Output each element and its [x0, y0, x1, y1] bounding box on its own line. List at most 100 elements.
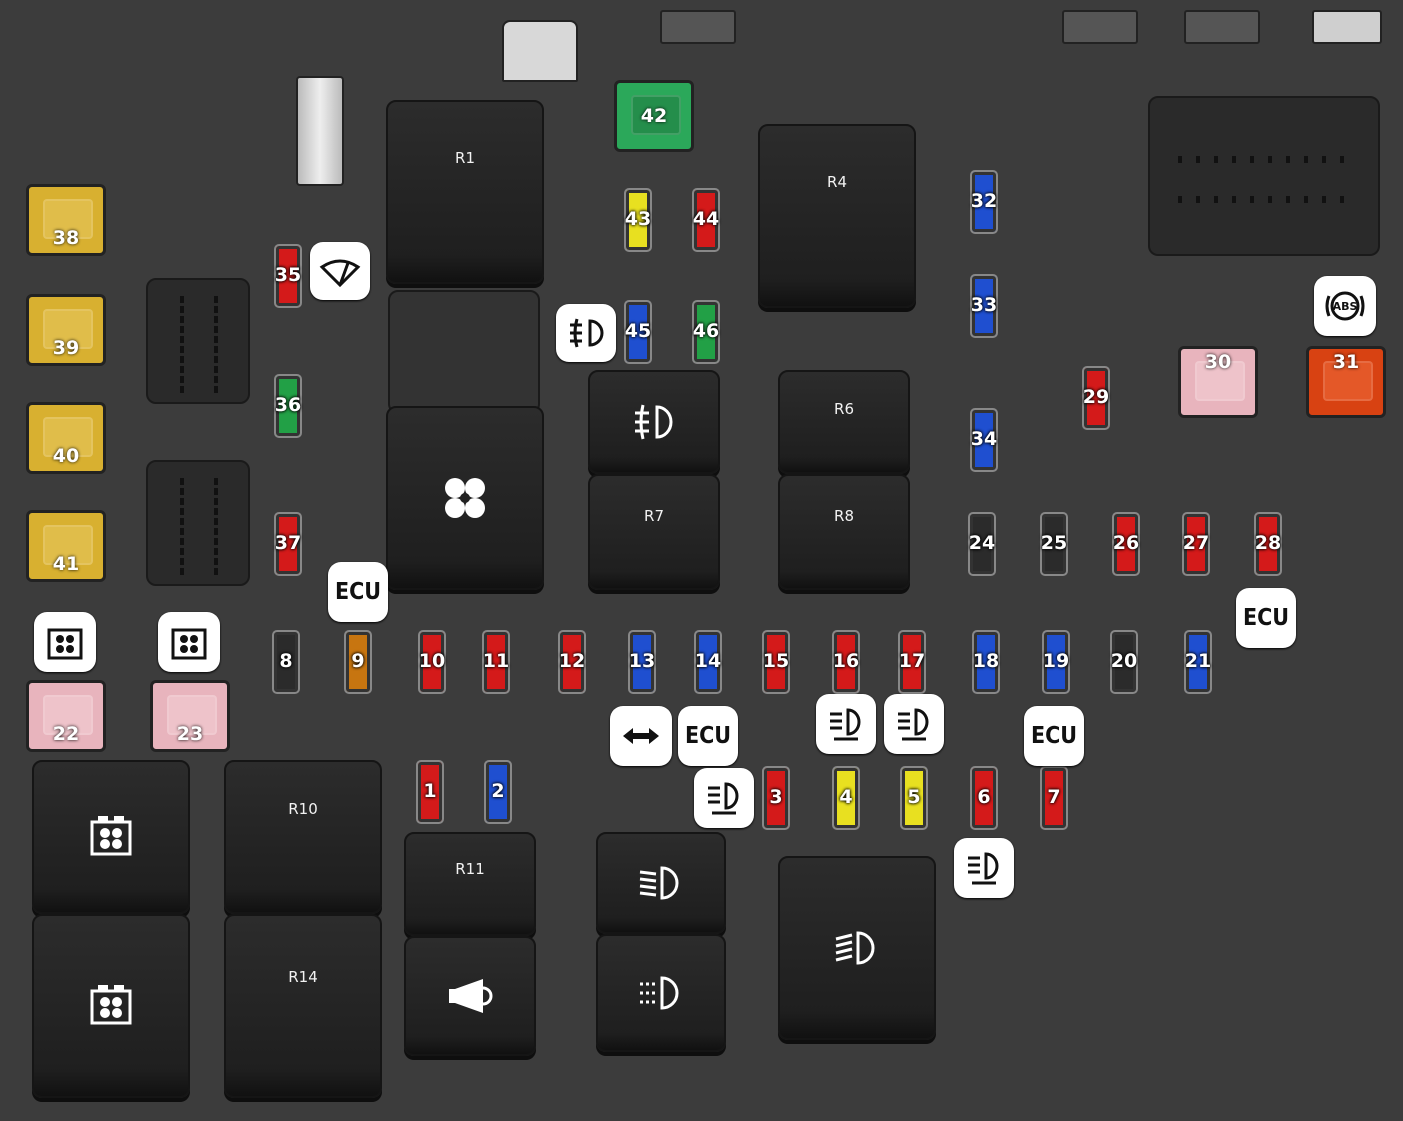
fuse-16: [832, 630, 860, 694]
connector-pin: [180, 306, 184, 313]
fan-label-bubble: [158, 612, 220, 672]
fuse-number: 34: [970, 428, 998, 450]
fuse-46: [692, 300, 720, 364]
connector-pin: [1268, 196, 1272, 203]
fuse-44: [692, 188, 720, 252]
fuse-33: [970, 274, 998, 338]
fuse-17: [898, 630, 926, 694]
fog-light-label-bubble: [556, 304, 616, 362]
headlight-leveling-icon: [708, 782, 739, 815]
fuse-number: 44: [692, 208, 720, 230]
connector-pin: [180, 316, 184, 323]
ecu-label-bubble: ECU: [678, 706, 738, 766]
connector-pin: [214, 518, 218, 525]
fuse-5: [900, 766, 928, 830]
fuse-40: 40: [26, 402, 106, 474]
wiper-label-bubble: [310, 242, 370, 300]
connector-pin: [180, 326, 184, 333]
fuse-19: [1042, 630, 1070, 694]
fuse-29: [1082, 366, 1110, 430]
fuse-number: 29: [1082, 386, 1110, 408]
fuse-34: [970, 408, 998, 472]
relay-r8: R8: [778, 474, 910, 590]
connector-pin: [214, 568, 218, 575]
fuse-number: 25: [1040, 532, 1068, 554]
fuse-number: 20: [1110, 650, 1138, 672]
fuse-number: 6: [977, 786, 991, 808]
connector-pin: [180, 386, 184, 393]
fuse-number: 45: [624, 320, 652, 342]
fuse-21: [1184, 630, 1212, 694]
connector-pin: [1214, 196, 1218, 203]
connector-pin: [214, 528, 218, 535]
fuse-23: 23: [150, 680, 230, 752]
connector-pin: [214, 326, 218, 333]
fuse-11: [482, 630, 510, 694]
connector-pin: [180, 508, 184, 515]
fuse-37: [274, 512, 302, 576]
headlight-icon: [835, 931, 875, 965]
fuse-25: [1040, 512, 1068, 576]
ecu-label-bubble: ECU: [328, 562, 388, 622]
relay-r10: R10: [224, 760, 382, 914]
connector-pin: [214, 346, 218, 353]
fusible-link: [296, 76, 344, 186]
connector-pin: [1340, 156, 1344, 163]
fuse-1: [416, 760, 444, 824]
relay-r11: R11: [404, 832, 536, 936]
fuse-14: [694, 630, 722, 694]
turn-signal-label-bubble: [610, 706, 672, 766]
fuse-20: [1110, 630, 1138, 694]
headlight-leveling-icon: [968, 852, 999, 885]
fuse-number: 28: [1254, 532, 1282, 554]
fuse-number: 12: [558, 650, 586, 672]
fuse-number: 3: [769, 786, 783, 808]
connector-pin: [1286, 156, 1290, 163]
fuse-3: [762, 766, 790, 830]
relay-r6: R6: [778, 370, 910, 474]
fuse-number: 13: [628, 650, 656, 672]
fuse-number: 21: [1184, 650, 1212, 672]
fuse-number: 4: [839, 786, 853, 808]
fuse-number: 37: [274, 532, 302, 554]
headlight-leveling-icon: [830, 708, 861, 741]
fuse-number: 19: [1042, 650, 1070, 672]
connector-pin: [1196, 156, 1200, 163]
connector-pin: [1214, 156, 1218, 163]
headlight-leveling-bubble: [954, 838, 1014, 898]
engine-fan-icon: [47, 628, 83, 660]
headlight-leveling-bubble: [694, 768, 754, 828]
fuse-42: 42: [614, 80, 694, 152]
engine-fan-icon: [171, 628, 207, 660]
fuse-30: 30: [1178, 346, 1258, 418]
abs-label-bubble: ABS: [1314, 276, 1376, 336]
fuse-number: 36: [274, 394, 302, 416]
top-clip: [660, 10, 736, 44]
fuse-number: 15: [762, 650, 790, 672]
fuse-2: [484, 760, 512, 824]
connector-pin: [214, 376, 218, 383]
connector-pin: [180, 478, 184, 485]
relay-engine-fan-1: [32, 760, 190, 914]
relay-engine-fan-2: [32, 914, 190, 1098]
connector-pin: [180, 558, 184, 565]
horn-icon: [449, 979, 493, 1013]
connector-pin: [1196, 196, 1200, 203]
fuse-number: 9: [351, 650, 365, 672]
connector-pin: [180, 376, 184, 383]
fuse-32: [970, 170, 998, 234]
connector-pin: [1232, 156, 1236, 163]
fuse-43: [624, 188, 652, 252]
connector-pin: [214, 336, 218, 343]
connector-pin: [180, 346, 184, 353]
parking-light-icon: [640, 976, 679, 1010]
diagnostic-connector: [1148, 96, 1380, 256]
engine-fan-icon: [90, 816, 132, 856]
connector-pin: [1268, 156, 1272, 163]
fuse-13: [628, 630, 656, 694]
connector-pin: [214, 386, 218, 393]
fuse-number: 10: [418, 650, 446, 672]
connector-pin: [180, 548, 184, 555]
fuse-41: 41: [26, 510, 106, 582]
top-clip: [1062, 10, 1138, 44]
